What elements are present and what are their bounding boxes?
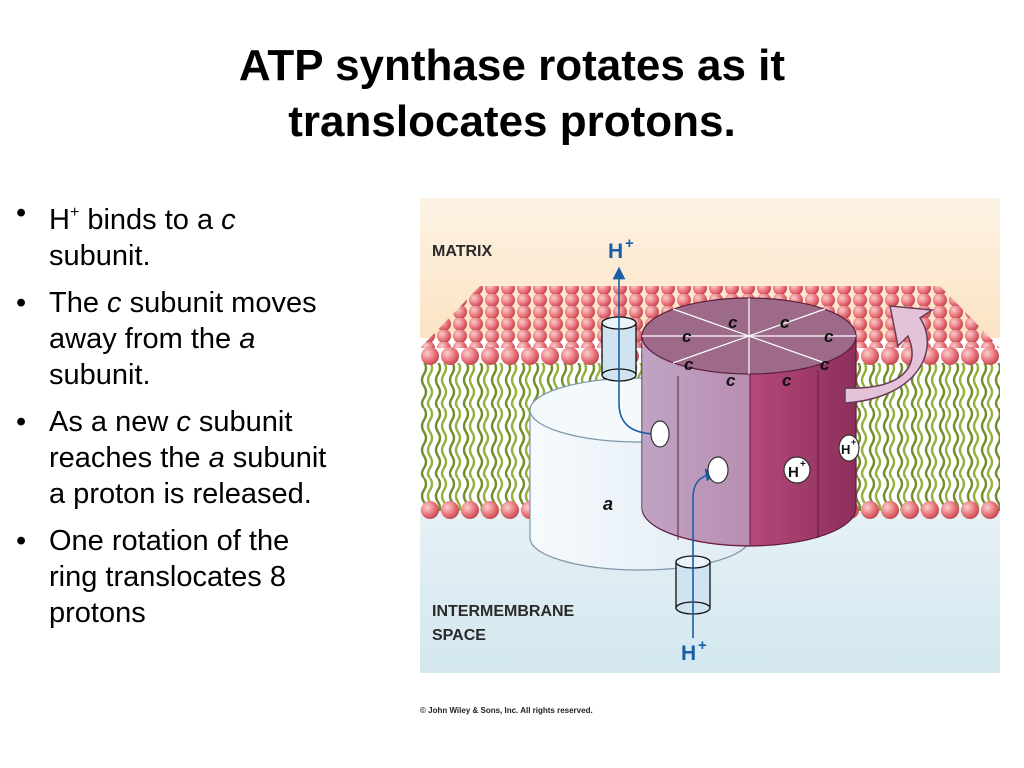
- h-label: H: [841, 442, 850, 457]
- bullet-text: protons: [49, 597, 146, 629]
- c-label: c: [780, 313, 790, 332]
- slide-title-line-1: ATP synthase rotates as it: [238, 41, 786, 90]
- bullet-text: H: [49, 204, 70, 236]
- bullet-text: subunit.: [49, 240, 151, 272]
- intermembrane-label-line-1: INTERMEMBRANE: [432, 603, 575, 620]
- bullet-text: subunit moves: [121, 287, 317, 319]
- c-ring: [641, 297, 857, 547]
- intermembrane-label-line-2: SPACE: [432, 627, 486, 644]
- bullet-item: As a new c subunit reaches the a subunit…: [12, 404, 412, 512]
- bullet-text: subunit.: [49, 359, 151, 391]
- bullet-text: ring translocates 8: [49, 561, 286, 593]
- slide-title: ATP synthase rotates as it translocates …: [0, 38, 1024, 150]
- c-label: c: [682, 327, 692, 346]
- c-label: c: [782, 371, 792, 390]
- c-label: c: [824, 327, 834, 346]
- italic-subunit: a: [208, 442, 225, 474]
- bullet-item: H+ binds to a c subunit.: [12, 195, 412, 274]
- binding-site: [650, 420, 670, 448]
- matrix-label: MATRIX: [432, 243, 492, 260]
- italic-subunit: c: [176, 406, 191, 438]
- c-label: c: [684, 355, 694, 374]
- h-label-ims: H: [681, 642, 696, 665]
- copyright-notice: © John Wiley & Sons, Inc. All rights res…: [420, 706, 593, 715]
- plus-label-ims: +: [698, 637, 707, 654]
- slide-title-line-2: translocates protons.: [288, 97, 736, 146]
- h-label: H: [788, 464, 799, 481]
- bullet-item: One rotation of the ring translocates 8 …: [12, 523, 412, 631]
- bullet-text: subunit: [224, 442, 327, 474]
- atp-synthase-figure: c c c c c c c c H + H + MATRIX INTERMEMB…: [420, 198, 1000, 673]
- bullet-text: The: [49, 287, 108, 319]
- rotation-arrow: [844, 305, 935, 404]
- proton-path-out: [612, 266, 659, 435]
- bullet-list: H+ binds to a c subunit. The c subunit m…: [12, 195, 412, 642]
- bullet-text: a proton is released.: [49, 478, 312, 510]
- bullet-text: One rotation of the: [49, 525, 290, 557]
- bullet-text: reaches the: [49, 442, 209, 474]
- bullet-text: away from the: [49, 323, 240, 355]
- bound-proton-2: H +: [838, 434, 860, 462]
- plus-label: +: [800, 459, 806, 470]
- bullet-text: As a new: [49, 406, 177, 438]
- bullet-item: The c subunit moves away from the a subu…: [12, 285, 412, 393]
- plus-label-matrix: +: [625, 235, 634, 252]
- superscript-plus: +: [69, 204, 80, 221]
- c-label: c: [726, 371, 736, 390]
- h-label-matrix: H: [608, 240, 623, 263]
- c-label: c: [728, 313, 738, 332]
- italic-subunit: c: [107, 287, 122, 319]
- entry-site: [707, 456, 729, 484]
- c-label: c: [820, 355, 830, 374]
- italic-subunit: a: [239, 323, 256, 355]
- c-subunit-labels: c c c c c c c c: [682, 313, 834, 390]
- bullet-text: subunit: [190, 406, 293, 438]
- a-subunit-label: a: [603, 494, 613, 514]
- plus-label: +: [851, 437, 856, 447]
- bound-proton-1: H +: [783, 456, 811, 484]
- italic-subunit: c: [221, 204, 236, 236]
- bullet-text: binds to a: [79, 204, 222, 236]
